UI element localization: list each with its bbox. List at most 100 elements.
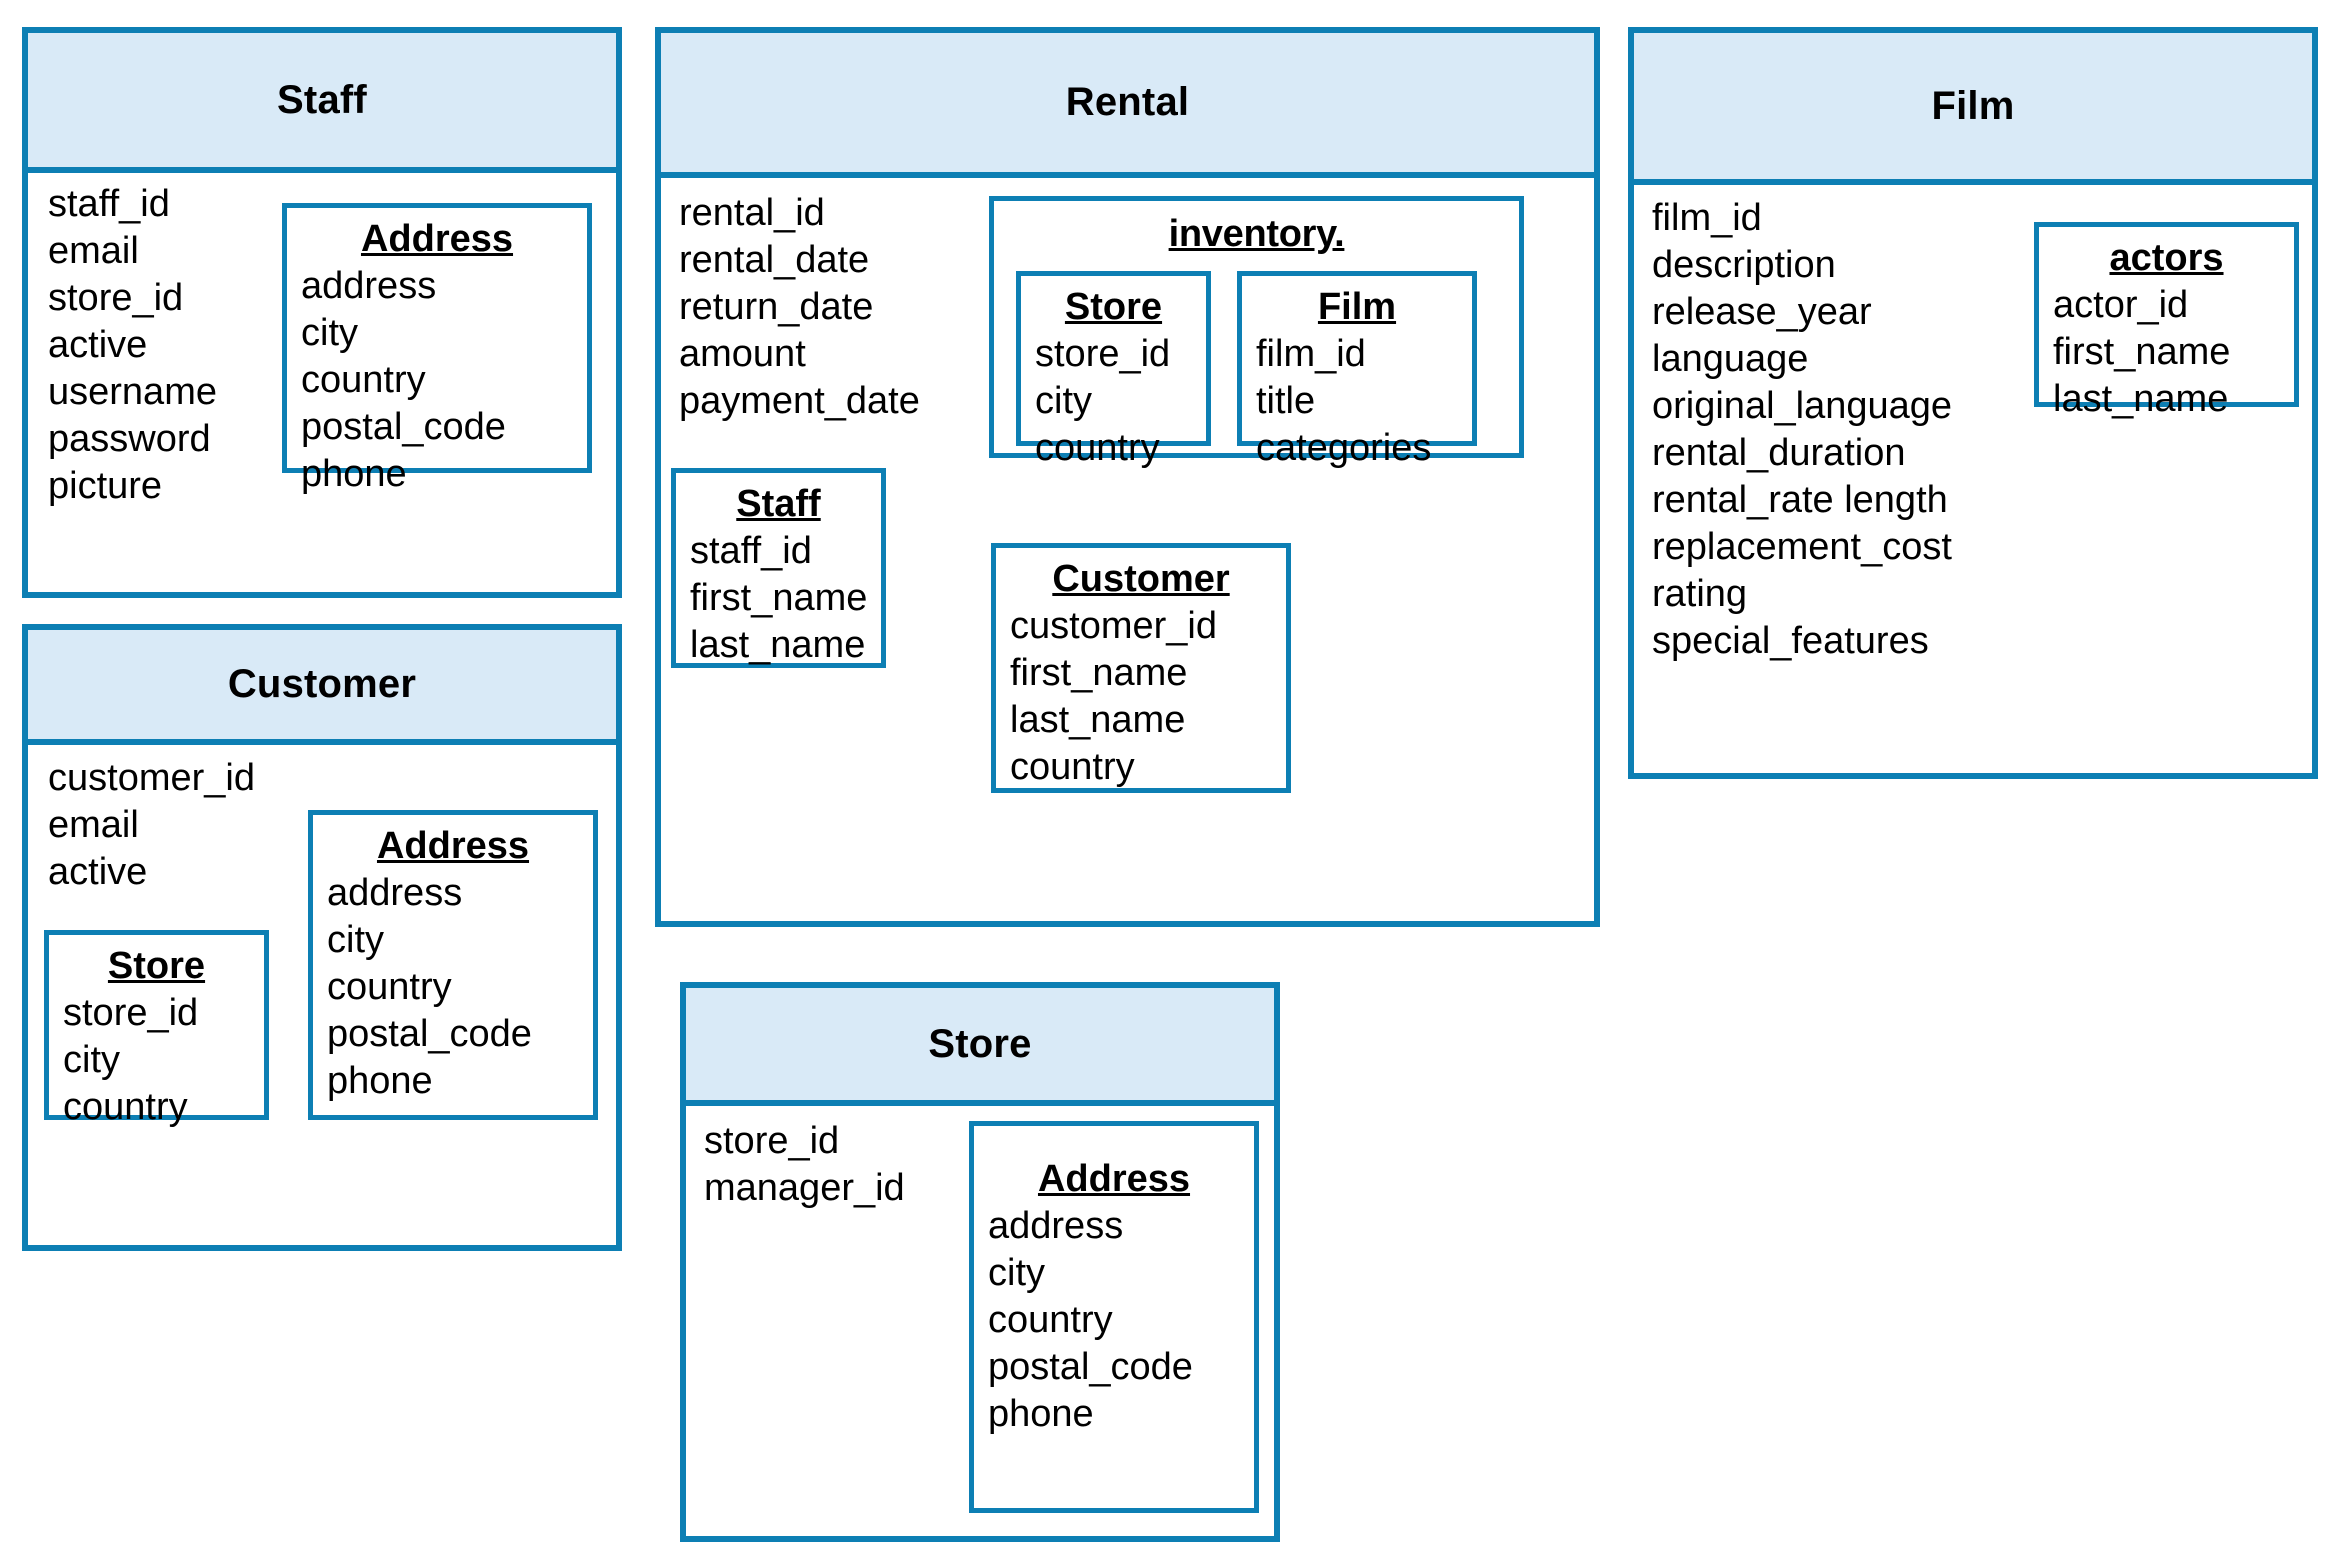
attribute-item: return_date (679, 286, 874, 328)
attribute-item: rating (1652, 573, 1748, 615)
nested-customer-attributes: customer_id first_name last_name country (1010, 603, 1272, 791)
attribute-item: postal_code (301, 406, 506, 448)
attribute-item: rental_id (679, 192, 825, 234)
attribute-item: staff_id (690, 530, 812, 572)
nested-box-store[interactable]: Store store_id city country (1016, 271, 1211, 469)
entity-film-header: Film (1634, 33, 2312, 185)
nested-box-film[interactable]: Film film_id title categories (1237, 271, 1477, 469)
nested-box-staff-title: Staff (736, 483, 821, 525)
nested-box-address[interactable]: Address address city country postal_code… (969, 1121, 1259, 1513)
attribute-item: rental_duration (1652, 432, 1906, 474)
attribute-item: postal_code (327, 1013, 532, 1055)
nested-address-attributes: address city country postal_code phone (301, 263, 573, 498)
attribute-item: postal_code (988, 1346, 1193, 1388)
attribute-item: first_name (690, 577, 868, 619)
attribute-item: country (1035, 427, 1160, 469)
attribute-item: last_name (2053, 378, 2229, 420)
attribute-item: rental_date (679, 239, 870, 281)
attribute-item: picture (48, 465, 163, 507)
nested-box-customer-title: Customer (1052, 558, 1230, 600)
attribute-item: city (327, 919, 384, 961)
nested-box-actors[interactable]: actors actor_id first_name last_name (2034, 222, 2299, 420)
entity-store-header: Store (686, 988, 1274, 1106)
attribute-item: country (1010, 746, 1135, 788)
entity-customer-body: customer_id email active Store store_id … (28, 745, 616, 1245)
attribute-item: release_year (1652, 291, 1872, 333)
entity-staff[interactable]: Staff staff_id email store_id active use… (22, 27, 622, 598)
attribute-item: phone (988, 1393, 1094, 1435)
attribute-item: film_id (1256, 333, 1366, 375)
nested-box-address-title: Address (1037, 1158, 1191, 1200)
attribute-item: city (301, 312, 358, 354)
attribute-item: manager_id (704, 1167, 905, 1209)
entity-customer-attributes: customer_id email active (48, 755, 255, 896)
nested-store-attributes: store_id city country (63, 990, 250, 1131)
nested-box-address-title: Address (376, 825, 530, 867)
nested-box-film-title: Film (1317, 286, 1397, 328)
attribute-item: phone (327, 1060, 433, 1102)
attribute-item: country (63, 1086, 188, 1128)
entity-store-title: Store (928, 1021, 1032, 1066)
attribute-item: store_id (48, 277, 184, 319)
attribute-item: store_id (704, 1120, 840, 1162)
nested-store-attributes: store_id city country (1035, 331, 1192, 472)
nested-box-staff[interactable]: Staff staff_id first_name last_name (671, 468, 886, 668)
attribute-item: title (1256, 380, 1316, 422)
nested-address-attributes: address city country postal_code phone (327, 870, 579, 1105)
nested-address-attributes: address city country postal_code phone (988, 1203, 1240, 1438)
attribute-item: replacement_cost (1652, 526, 1952, 568)
attribute-item: address (301, 265, 437, 307)
attribute-item: city (63, 1039, 120, 1081)
nested-box-address[interactable]: Address address city country postal_code… (308, 810, 598, 1120)
nested-box-store[interactable]: Store store_id city country (44, 930, 269, 1128)
entity-store-body: store_id manager_id Address address city… (686, 1106, 1274, 1536)
entity-film-body: film_id description release_year languag… (1634, 185, 2312, 773)
entity-rental-title: Rental (1065, 80, 1190, 124)
nested-actors-attributes: actor_id first_name last_name (2053, 282, 2280, 423)
nested-box-store-title: Store (1064, 286, 1163, 328)
nested-film-attributes: film_id title categories (1256, 331, 1458, 472)
nested-box-address-title: Address (360, 218, 514, 260)
attribute-item: customer_id (48, 757, 255, 799)
nested-box-actors-title: actors (2109, 237, 2224, 279)
attribute-item: actor_id (2053, 284, 2189, 326)
entity-staff-body: staff_id email store_id active username … (28, 173, 616, 592)
attribute-item: email (48, 230, 139, 272)
attribute-item: first_name (2053, 331, 2231, 373)
attribute-item: rental_rate length (1652, 479, 1948, 521)
attribute-item: language (1652, 338, 1809, 380)
attribute-item: first_name (1010, 652, 1188, 694)
attribute-item: email (48, 804, 139, 846)
entity-rental[interactable]: Rental rental_id rental_date return_date… (655, 27, 1600, 927)
entity-film-title: Film (1931, 83, 2015, 128)
nested-box-store-title: Store (107, 945, 206, 987)
attribute-item: country (988, 1299, 1113, 1341)
entity-store[interactable]: Store store_id manager_id Address addres… (680, 982, 1280, 1542)
attribute-item: categories (1256, 427, 1432, 469)
entity-film[interactable]: Film film_id description release_year la… (1628, 27, 2318, 779)
attribute-item: active (48, 324, 148, 366)
attribute-item: address (327, 872, 463, 914)
entity-customer[interactable]: Customer customer_id email active Store … (22, 624, 622, 1251)
attribute-item: country (327, 966, 452, 1008)
nested-box-customer[interactable]: Customer customer_id first_name last_nam… (991, 543, 1291, 793)
nested-box-address[interactable]: Address address city country postal_code… (282, 203, 592, 495)
attribute-item: special_features (1652, 620, 1929, 662)
entity-staff-title: Staff (277, 77, 367, 122)
attribute-item: store_id (63, 992, 199, 1034)
entity-customer-title: Customer (227, 662, 417, 706)
attribute-item: description (1652, 244, 1836, 286)
entity-rental-attributes: rental_id rental_date return_date amount… (679, 190, 920, 425)
attribute-item: payment_date (679, 380, 920, 422)
attribute-item: active (48, 851, 148, 893)
attribute-item: store_id (1035, 333, 1171, 375)
attribute-item: last_name (690, 624, 866, 666)
entity-rental-header: Rental (661, 33, 1594, 178)
attribute-item: phone (301, 453, 407, 495)
attribute-item: film_id (1652, 197, 1762, 239)
entity-staff-attributes: staff_id email store_id active username … (48, 181, 217, 510)
nested-box-inventory[interactable]: inventory. Store store_id city country F… (989, 196, 1524, 469)
attribute-item: password (48, 418, 211, 460)
entity-customer-header: Customer (28, 630, 616, 745)
attribute-item: address (988, 1205, 1124, 1247)
